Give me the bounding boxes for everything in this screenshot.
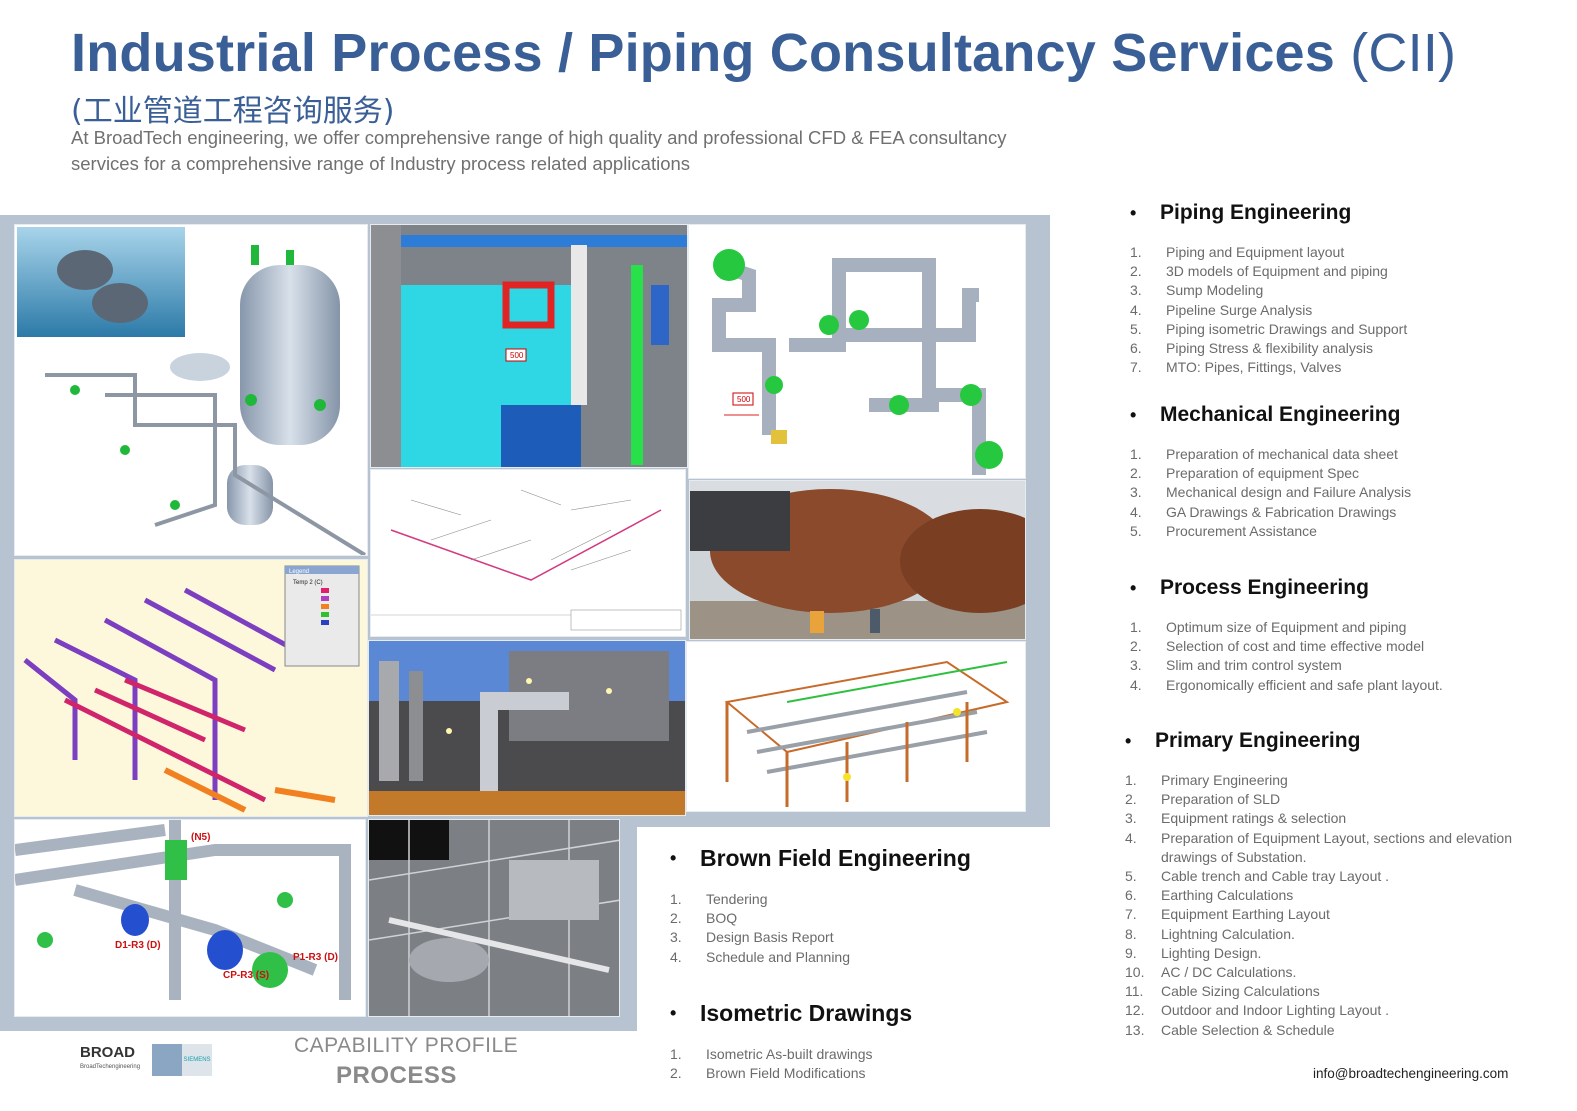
section-header: • Process Engineering bbox=[1130, 576, 1550, 600]
list-item: 12.Outdoor and Indoor Lighting Layout . bbox=[1125, 1002, 1390, 1019]
list-item: 1.Primary Engineering bbox=[1125, 772, 1288, 788]
isometric-list: 1.Isometric As-built drawings 2.Brown Fi… bbox=[670, 1045, 1070, 1083]
section-process-engineering: • Process Engineering 1.Optimum size of E… bbox=[1130, 576, 1550, 695]
list-item: 2.3D models of Equipment and piping bbox=[1130, 263, 1388, 280]
title-main: Industrial Process / Piping Consultancy … bbox=[71, 23, 1336, 83]
section-title-primary: Primary Engineering bbox=[1155, 729, 1361, 752]
title-suffix: (CII) bbox=[1350, 23, 1457, 83]
list-item: 1.Optimum size of Equipment and piping bbox=[1130, 619, 1407, 635]
section-title-mechanical: Mechanical Engineering bbox=[1160, 403, 1401, 426]
capability-profile-label: CAPABILITY PROFILE bbox=[294, 1034, 519, 1057]
list-item: 3.Slim and trim control system bbox=[1130, 657, 1342, 674]
section-header: • Isometric Drawings bbox=[670, 1000, 1070, 1027]
section-brownfield-engineering: • Brown Field Engineering 1.Tendering 2.B… bbox=[670, 845, 1070, 967]
capability-profile-value: PROCESS bbox=[336, 1062, 457, 1089]
image-tile-valve-piping: 500 bbox=[688, 224, 1026, 479]
list-item: 11.Cable Sizing Calculations bbox=[1125, 983, 1320, 1000]
list-item: 2.Brown Field Modifications bbox=[670, 1065, 866, 1082]
page-subtitle-cn: (工业管道工程咨询服务) bbox=[71, 94, 395, 129]
iso-label-cp: CP-R3 (S) bbox=[223, 970, 269, 981]
intro-paragraph: At BroadTech engineering, we offer compr… bbox=[71, 127, 1007, 174]
primary-list: 1.Primary Engineering 2.Preparation of S… bbox=[1125, 771, 1555, 1040]
section-mechanical-engineering: • Mechanical Engineering 1.Preparation of… bbox=[1130, 403, 1550, 541]
legend-title: Legend bbox=[289, 569, 309, 575]
page-title: Industrial Process / Piping Consultancy … bbox=[71, 22, 1456, 84]
list-item: 3.Equipment ratings & selection bbox=[1125, 810, 1347, 827]
section-title-isometric: Isometric Drawings bbox=[700, 1000, 913, 1026]
list-item: 5.Procurement Assistance bbox=[1130, 522, 1317, 539]
list-item: 2.Preparation of equipment Spec bbox=[1130, 465, 1360, 482]
image-tile-rust-vessels bbox=[689, 480, 1026, 640]
list-item: 1.Piping and Equipment layout bbox=[1130, 244, 1345, 260]
image-tile-pump-room: 500 bbox=[370, 224, 688, 468]
bullet-icon: • bbox=[1130, 404, 1137, 425]
piping-list: 1.Piping and Equipment layout 2.3D model… bbox=[1130, 243, 1550, 377]
list-item: 4.GA Drawings & Fabrication Drawings bbox=[1130, 503, 1397, 520]
list-item: 3.Mechanical design and Failure Analysis bbox=[1130, 484, 1412, 501]
section-header: • Primary Engineering bbox=[1125, 729, 1555, 753]
iso-label-p1: P1-R3 (D) bbox=[293, 952, 338, 963]
list-item: 7.MTO: Pipes, Fittings, Valves bbox=[1130, 359, 1342, 376]
image-tile-pump-piping: (N5) D1-R3 (D) P1-R3 (D) CP-R3 (S) bbox=[14, 819, 366, 1017]
section-header: • Brown Field Engineering bbox=[670, 845, 1070, 872]
section-piping-engineering: • Piping Engineering 1.Piping and Equipme… bbox=[1130, 201, 1550, 377]
iso-label-n5: (N5) bbox=[191, 832, 210, 843]
iso-label-d1: D1-R3 (D) bbox=[115, 940, 161, 951]
list-item: 1.Preparation of mechanical data sheet bbox=[1130, 446, 1398, 462]
bullet-icon: • bbox=[670, 1003, 677, 1023]
bullet-icon: • bbox=[1130, 577, 1137, 598]
section-header: • Piping Engineering bbox=[1130, 201, 1550, 225]
list-item: 3.Design Basis Report bbox=[670, 929, 834, 946]
section-title-process: Process Engineering bbox=[1160, 576, 1369, 599]
section-isometric-drawings: • Isometric Drawings 1.Isometric As-built… bbox=[670, 1000, 1070, 1083]
list-item: 10.AC / DC Calculations. bbox=[1125, 964, 1297, 981]
section-header: • Mechanical Engineering bbox=[1130, 403, 1550, 427]
list-item: 2.BOQ bbox=[670, 910, 738, 927]
list-item: 6.Piping Stress & flexibility analysis bbox=[1130, 340, 1373, 357]
list-item: 1.Isometric As-built drawings bbox=[670, 1046, 873, 1062]
list-item: 5.Cable trench and Cable tray Layout . bbox=[1125, 868, 1390, 885]
section-primary-engineering: • Primary Engineering 1.Primary Engineeri… bbox=[1125, 729, 1555, 1040]
list-item: 4.Pipeline Surge Analysis bbox=[1130, 301, 1313, 318]
image-tile-vessel-3d bbox=[14, 224, 368, 556]
list-item: 6.Earthing Calculations bbox=[1125, 887, 1294, 904]
section-title-piping: Piping Engineering bbox=[1160, 201, 1352, 224]
bullet-icon: • bbox=[1130, 202, 1137, 223]
list-item: 4.Ergonomically efficient and safe plant… bbox=[1130, 676, 1443, 693]
brownfield-list: 1.Tendering 2.BOQ 3.Design Basis Report … bbox=[670, 890, 1070, 967]
partner-logo-siemens: SIEMENS bbox=[182, 1044, 213, 1076]
list-item: 8.Lightning Calculation. bbox=[1125, 925, 1295, 942]
list-item: 5.Piping isometric Drawings and Support bbox=[1130, 320, 1408, 337]
image-tile-pipe-rack bbox=[686, 641, 1026, 812]
bullet-icon: • bbox=[1125, 730, 1132, 751]
partner-logo bbox=[152, 1044, 183, 1076]
list-item: 9.Lighting Design. bbox=[1125, 944, 1262, 961]
mechanical-list: 1.Preparation of mechanical data sheet 2… bbox=[1130, 445, 1550, 541]
list-item: 1.Tendering bbox=[670, 891, 768, 907]
process-list: 1.Optimum size of Equipment and piping 2… bbox=[1130, 618, 1550, 695]
bullet-icon: • bbox=[670, 848, 677, 868]
list-item: 7.Equipment Earthing Layout bbox=[1125, 906, 1330, 923]
list-item: 2.Preparation of SLD bbox=[1125, 791, 1281, 808]
image-tile-temperature-piping: Legend Temp 2 (C) bbox=[14, 559, 368, 817]
image-tile-plant-photo bbox=[368, 640, 686, 816]
image-tile-isometric-drawing bbox=[370, 469, 686, 637]
legend-subtitle: Temp 2 (C) bbox=[293, 580, 323, 586]
image-tile-structure-render bbox=[368, 819, 620, 1017]
list-item: 13.Cable Selection & Schedule bbox=[1125, 1021, 1335, 1038]
contact-email[interactable]: info@broadtechengineering.com bbox=[1313, 1066, 1509, 1081]
tag-500-a: 500 bbox=[510, 351, 524, 360]
list-item: 4.Schedule and Planning bbox=[670, 948, 851, 965]
list-item: 3.Sump Modeling bbox=[1130, 282, 1264, 299]
section-title-brownfield: Brown Field Engineering bbox=[700, 845, 971, 871]
list-item: 4.Preparation of Equipment Layout, secti… bbox=[1125, 829, 1513, 865]
list-item: 2.Selection of cost and time effective m… bbox=[1130, 638, 1425, 655]
tag-500-b: 500 bbox=[737, 395, 751, 404]
